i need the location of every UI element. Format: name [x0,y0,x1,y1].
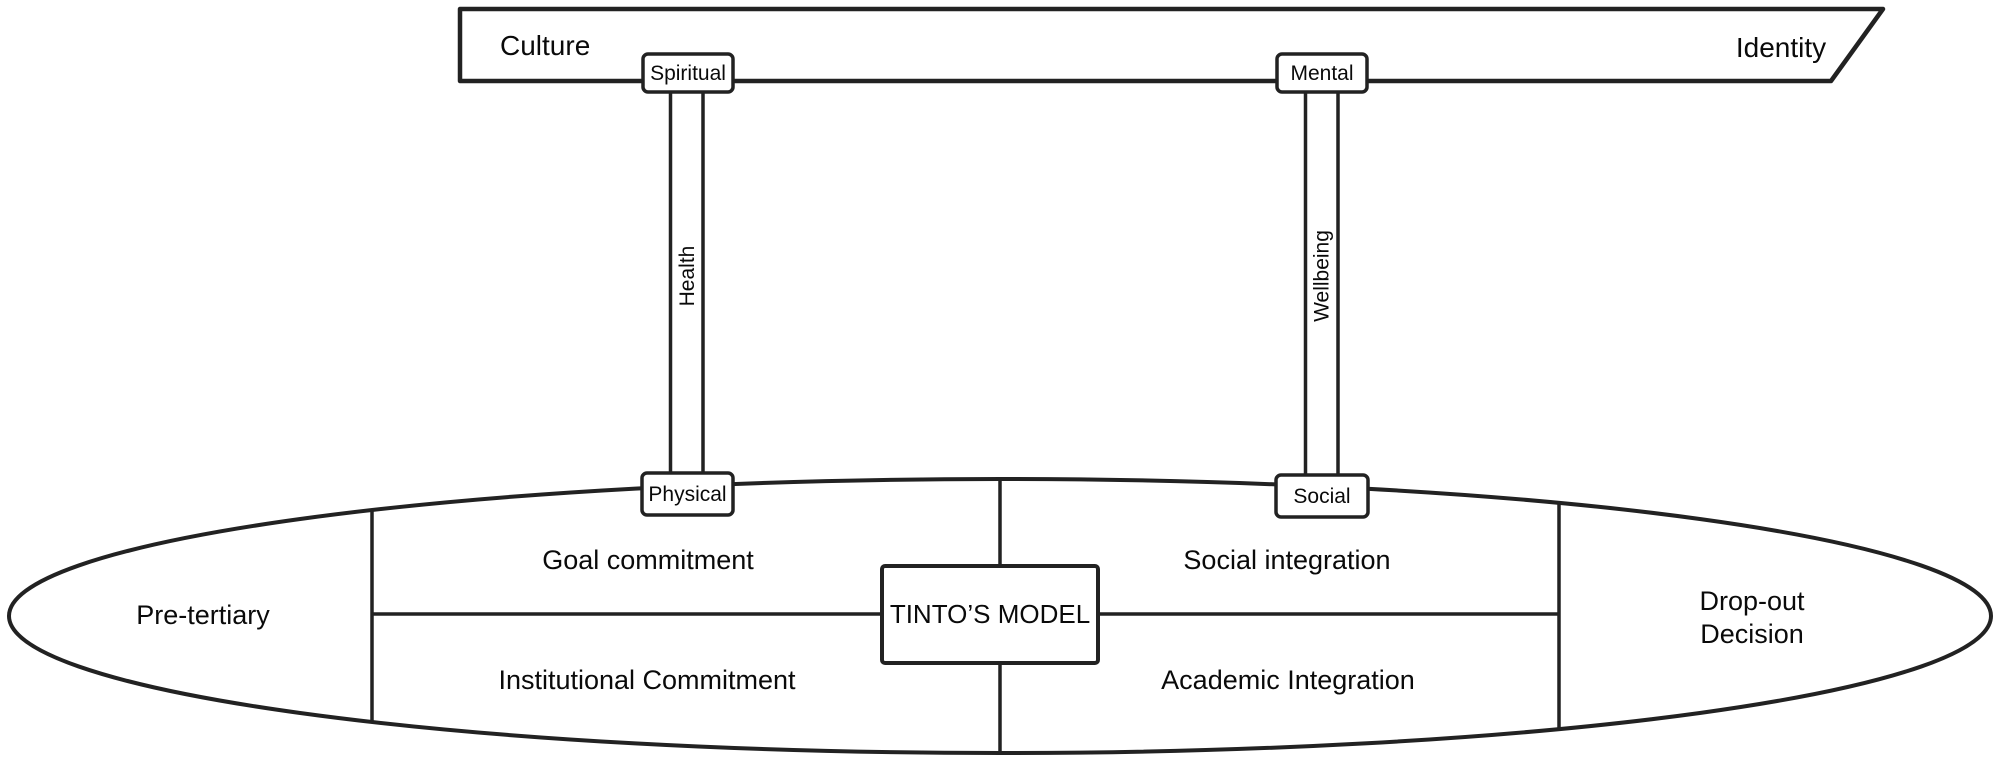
physical-box-shape [640,471,735,517]
center-model-box: TINTO’S MODEL [880,564,1100,665]
drop-out-label-line1: Drop-out [1699,586,1805,616]
quadrant-academic-integration-label: Academic Integration [1161,665,1415,695]
culture-identity-banner: Culture Identity [457,6,1886,84]
quadrant-goal-commitment-label: Goal commitment [542,545,754,575]
social-box-label: Social [1293,485,1350,508]
mental-box-label: Mental [1290,62,1353,85]
pre-tertiary-label: Pre-tertiary [136,600,270,630]
quadrant-social-integration-label: Social integration [1183,545,1390,575]
banner-shape [457,6,1886,84]
wellbeing-connector [1303,92,1340,476]
banner-label-culture: Culture [500,30,590,61]
banner-label-identity: Identity [1736,32,1826,63]
quadrant-institutional-commitment-label: Institutional Commitment [498,665,796,695]
tintos-model-label: TINTO’S MODEL [890,599,1090,629]
wellbeing-connector-label: Wellbeing [1311,230,1334,322]
physical-box-label: Physical [648,483,726,506]
health-connector-label: Health [676,246,699,307]
health-connector [668,92,705,474]
mental-box-shape [1275,52,1369,94]
social-box-shape [1274,473,1370,519]
drop-out-label-line2: Decision [1700,619,1804,649]
node-boxes: Spiritual Mental Physical Social [640,52,1370,519]
region-labels: Pre-tertiary Goal commitment Social inte… [136,545,1805,695]
spiritual-box-label: Spiritual [650,62,726,85]
spiritual-box-shape [641,52,735,94]
tintos-model-box-shape [880,564,1100,665]
drop-out-decision-label: Drop-out Decision [1699,586,1805,649]
